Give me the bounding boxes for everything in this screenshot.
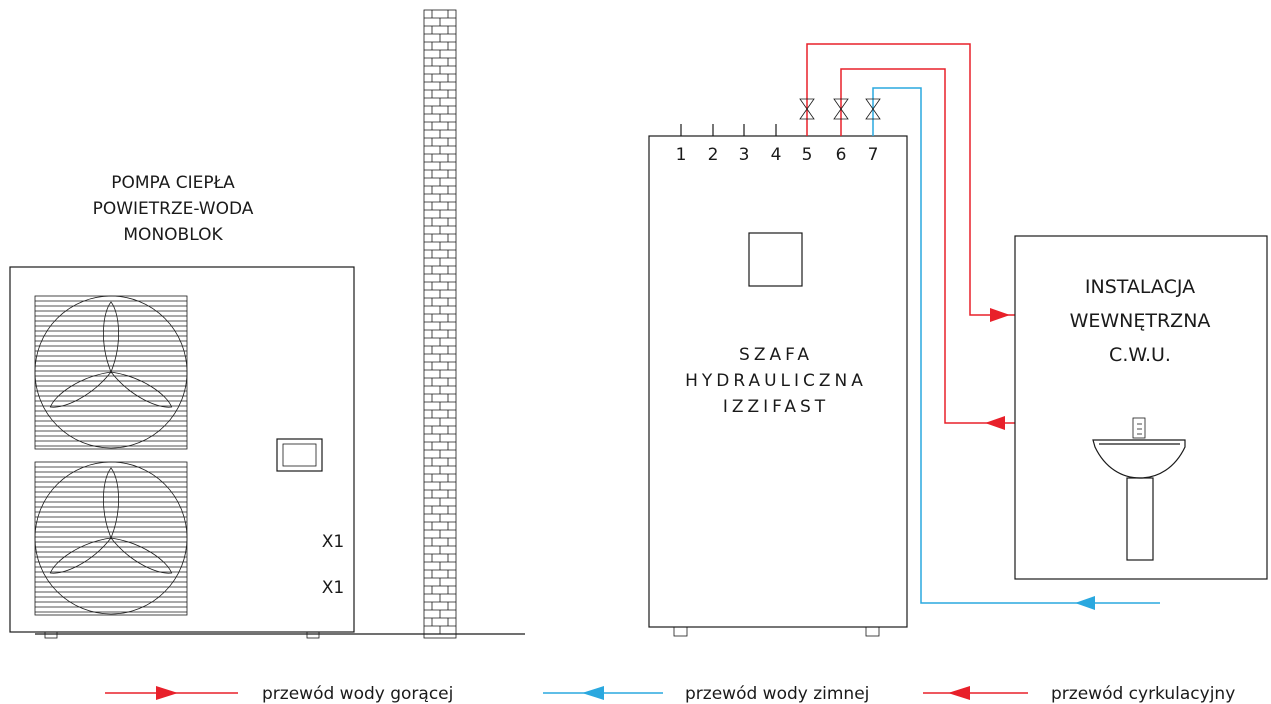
pipe-circulation [840,68,1015,424]
installation-housing [1014,235,1268,580]
cabinet-port-label: 2 [708,145,719,165]
cabinet-title-line-2: HYDRAULICZNA [685,371,867,391]
cabinet-port-label: 3 [739,145,750,165]
cabinet-foot-right [865,626,880,637]
fan-top-ring [34,295,188,449]
heat-pump-foot-right [306,631,320,639]
valve-port-6-icon [833,98,849,120]
connector-label-bottom: X1 [322,578,344,598]
legend-circ-arrow-icon [948,686,970,700]
cabinet-port-label: 5 [802,145,813,165]
heat-pump-title-line-2: POWIETRZE-WODA [93,199,254,219]
heat-pump-control-panel [276,438,323,472]
fan-top-blades-icon [49,301,173,408]
legend-cold: przewód wody zimnej [543,684,869,704]
pipe-circulation-arrow-icon [985,416,1005,430]
fan-bottom-blades-icon [49,467,173,574]
cabinet-port-label: 6 [836,145,847,165]
fan-bottom-ring [34,461,188,615]
valves [799,98,881,120]
heat-pump-unit: POMPA CIEPŁA POWIETRZE-WODA MONOBLOK [9,173,355,639]
pipe-hot-arrow-icon [990,308,1010,322]
heat-pump-housing [9,266,355,633]
pipe-hot-water [806,43,1015,316]
legend: przewód wody gorącej przewód wody zimnej… [105,684,1235,704]
pipe-cold-arrow-icon [1075,596,1095,610]
valve-port-5-icon [799,98,815,120]
installation-title-line-1: INSTALACJA [1085,276,1195,298]
heat-pump-foot-left [44,631,58,639]
fan-top [34,295,188,450]
cabinet-housing [648,135,908,628]
cabinet-foot-left [673,626,688,637]
legend-hot-label: przewód wody gorącej [262,684,453,704]
brick-wall [423,9,457,639]
heat-pump-control-display [282,443,317,467]
cabinet-port-label: 7 [868,145,879,165]
legend-hot: przewód wody gorącej [105,684,453,704]
installation-title-line-3: C.W.U. [1109,344,1171,366]
heat-pump-title-line-1: POMPA CIEPŁA [111,173,235,193]
legend-cold-label: przewód wody zimnej [685,684,869,704]
heat-pump-title-line-3: MONOBLOK [123,225,223,245]
valve-port-7-icon [865,98,881,120]
legend-circ: przewód cyrkulacyjny [923,684,1235,704]
installation-title-line-2: WEWNĘTRZNA [1070,310,1211,332]
cabinet-display [748,232,803,287]
legend-hot-arrow-icon [156,686,178,700]
pipe-cold-water [872,87,1160,604]
cabinet-title-line-1: SZAFA [739,345,813,365]
fan-bottom [34,461,188,616]
pipes [806,43,1160,610]
connector-label-top: X1 [322,532,344,552]
internal-installation: INSTALACJA WEWNĘTRZNA C.W.U. [1014,235,1268,580]
cabinet-title-line-3: IZZIFAST [723,397,829,417]
legend-circ-label: przewód cyrkulacyjny [1051,684,1235,704]
cabinet-port-label: 4 [771,145,782,165]
legend-cold-arrow-icon [582,686,604,700]
sink-icon [1092,417,1186,561]
cabinet-port-label: 1 [676,145,687,165]
